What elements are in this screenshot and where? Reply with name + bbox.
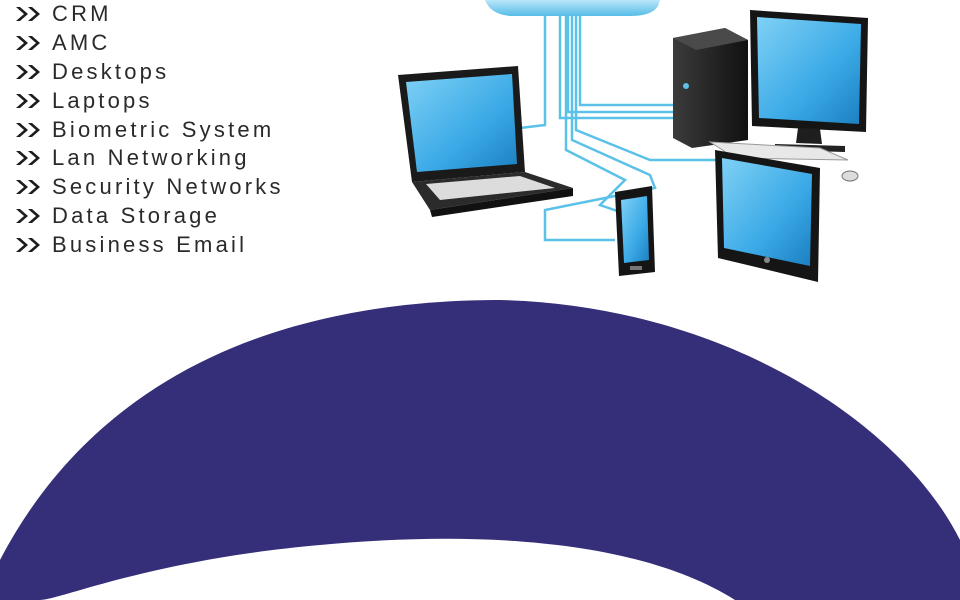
service-label: Business Email <box>52 231 248 257</box>
service-label: Data Storage <box>52 202 221 228</box>
double-chevron-right-icon <box>16 237 40 252</box>
service-item-amc: AMC <box>14 29 284 58</box>
services-list: CRM AMC Desktops Laptops Biometric Syste… <box>14 0 284 259</box>
service-item-laptops: Laptops <box>14 86 284 115</box>
double-chevron-right-icon <box>16 122 40 137</box>
service-item-biometric-system: Biometric System <box>14 115 284 144</box>
desktop-tower-icon <box>673 28 748 148</box>
cloud-icon <box>485 0 660 16</box>
double-chevron-right-icon <box>16 93 40 108</box>
desktop-monitor-icon <box>708 10 868 182</box>
service-label: Desktops <box>52 58 170 84</box>
double-chevron-right-icon <box>16 208 40 223</box>
tablet-icon <box>715 150 820 282</box>
smartphone-icon <box>615 186 655 276</box>
double-chevron-right-icon <box>16 36 40 51</box>
service-label: CRM <box>52 1 112 27</box>
service-label: Security Networks <box>52 174 284 200</box>
service-item-security-networks: Security Networks <box>14 173 284 202</box>
double-chevron-right-icon <box>16 64 40 79</box>
service-item-crm: CRM <box>14 0 284 29</box>
service-label: Laptops <box>52 87 153 113</box>
cloud-network-devices-illustration <box>398 0 868 282</box>
service-item-business-email: Business Email <box>14 230 284 259</box>
service-item-desktops: Desktops <box>14 58 284 87</box>
double-chevron-right-icon <box>16 7 40 22</box>
service-item-lan-networking: Lan Networking <box>14 144 284 173</box>
service-label: Lan Networking <box>52 145 250 171</box>
service-item-data-storage: Data Storage <box>14 202 284 231</box>
double-chevron-right-icon <box>16 151 40 166</box>
service-label: AMC <box>52 30 111 56</box>
double-chevron-right-icon <box>16 180 40 195</box>
laptop-icon <box>398 66 573 217</box>
service-label: Biometric System <box>52 116 275 142</box>
